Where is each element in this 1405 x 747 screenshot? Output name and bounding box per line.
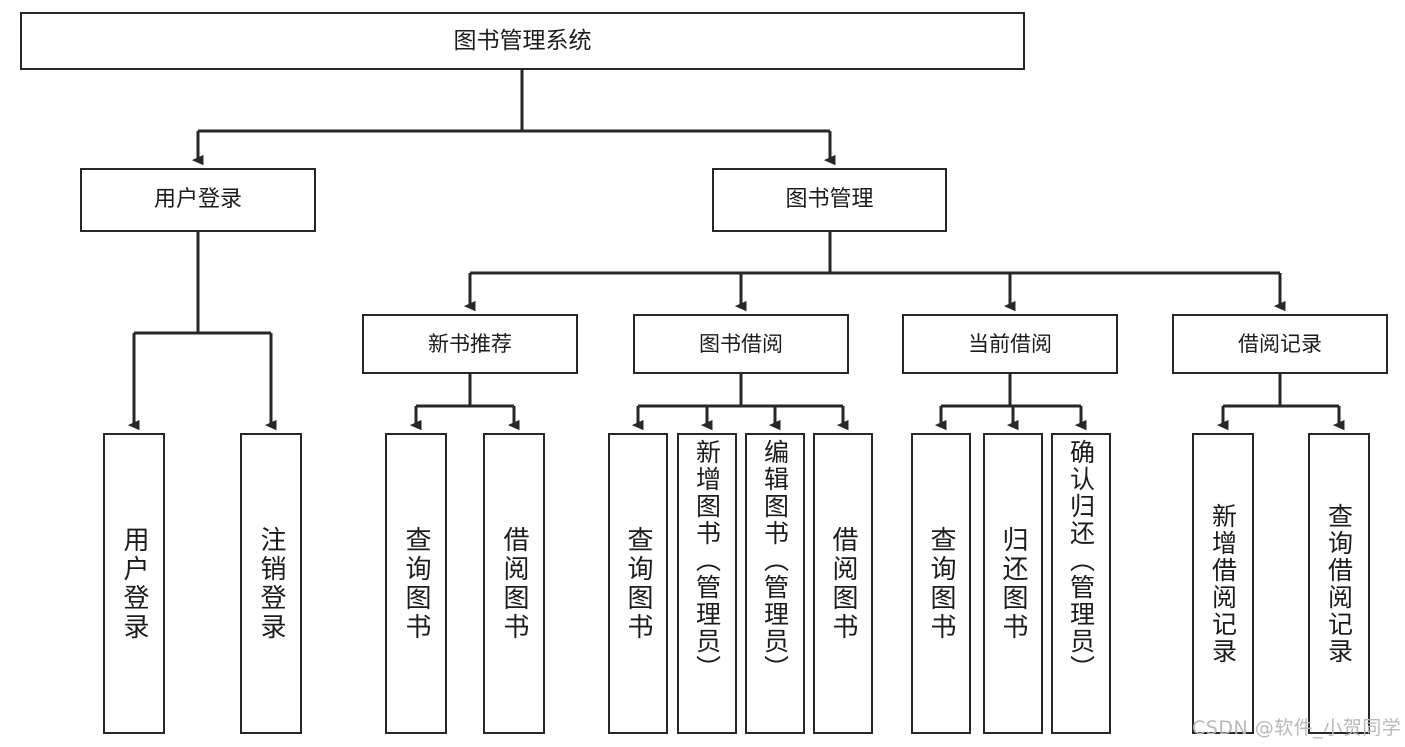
node-book-manage-label: 图书管理 bbox=[785, 187, 874, 213]
node-leaf-add-borrow-record[interactable]: 新增借阅记录 bbox=[1192, 433, 1254, 734]
node-leaf-add-book-admin[interactable]: 新增图书（管理员） bbox=[677, 433, 737, 734]
node-leaf-query-borrow-record-label: 查询借阅记录 bbox=[1324, 502, 1354, 665]
node-leaf-query-borrow-record[interactable]: 查询借阅记录 bbox=[1308, 433, 1370, 734]
node-leaf-query-book-1[interactable]: 查询图书 bbox=[385, 433, 447, 734]
node-leaf-query-book-3[interactable]: 查询图书 bbox=[911, 433, 971, 734]
node-leaf-query-book-3-label: 查询图书 bbox=[926, 525, 956, 642]
node-user-login[interactable]: 用户登录 bbox=[80, 168, 316, 232]
node-leaf-user-logout-label: 注销登录 bbox=[256, 525, 286, 642]
node-leaf-query-book-1-label: 查询图书 bbox=[401, 525, 431, 642]
node-leaf-user-logout[interactable]: 注销登录 bbox=[240, 433, 302, 734]
node-leaf-borrow-book-2[interactable]: 借阅图书 bbox=[813, 433, 873, 734]
node-leaf-return-book[interactable]: 归还图书 bbox=[983, 433, 1043, 734]
node-leaf-user-login[interactable]: 用户登录 bbox=[103, 433, 165, 734]
node-book-borrow-label: 图书借阅 bbox=[699, 331, 783, 356]
node-book-borrow[interactable]: 图书借阅 bbox=[633, 314, 849, 374]
node-borrow-record[interactable]: 借阅记录 bbox=[1172, 314, 1388, 374]
node-user-login-label: 用户登录 bbox=[153, 187, 242, 213]
node-current-borrow[interactable]: 当前借阅 bbox=[902, 314, 1118, 374]
node-book-manage[interactable]: 图书管理 bbox=[712, 168, 947, 232]
node-leaf-add-book-admin-label: 新增图书（管理员） bbox=[692, 439, 722, 682]
node-leaf-query-book-2-label: 查询图书 bbox=[623, 525, 653, 642]
node-leaf-borrow-book-1[interactable]: 借阅图书 bbox=[483, 433, 545, 734]
node-new-book-recommend-label: 新书推荐 bbox=[428, 331, 512, 356]
node-leaf-borrow-book-2-label: 借阅图书 bbox=[828, 525, 858, 642]
node-leaf-edit-book-admin[interactable]: 编辑图书（管理员） bbox=[745, 433, 805, 734]
node-leaf-user-login-label: 用户登录 bbox=[119, 525, 149, 642]
node-current-borrow-label: 当前借阅 bbox=[968, 331, 1052, 356]
node-new-book-recommend[interactable]: 新书推荐 bbox=[362, 314, 578, 374]
node-root-label: 图书管理系统 bbox=[453, 27, 592, 54]
node-borrow-record-label: 借阅记录 bbox=[1238, 331, 1322, 356]
node-leaf-edit-book-admin-label: 编辑图书（管理员） bbox=[760, 439, 790, 682]
node-leaf-borrow-book-1-label: 借阅图书 bbox=[499, 525, 529, 642]
node-leaf-confirm-return-admin-label: 确认归还（管理员） bbox=[1066, 439, 1096, 682]
node-leaf-return-book-label: 归还图书 bbox=[998, 525, 1028, 642]
node-leaf-confirm-return-admin[interactable]: 确认归还（管理员） bbox=[1051, 433, 1111, 734]
node-leaf-query-book-2[interactable]: 查询图书 bbox=[608, 433, 668, 734]
csdn-watermark: CSDN @软件_小贺同学 bbox=[1192, 717, 1402, 739]
node-root[interactable]: 图书管理系统 bbox=[20, 12, 1025, 70]
node-leaf-add-borrow-record-label: 新增借阅记录 bbox=[1208, 502, 1238, 665]
